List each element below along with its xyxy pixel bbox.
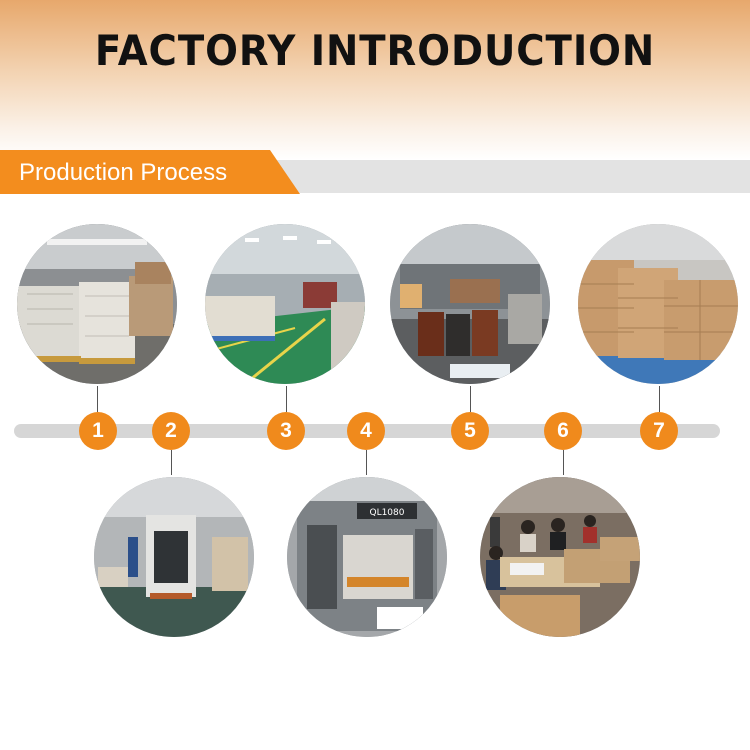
photo-printing-machine: QL1080 bbox=[287, 477, 447, 637]
step-marker-4: 4 bbox=[347, 412, 385, 450]
connector-line-1 bbox=[97, 386, 98, 412]
machine-label: QL1080 bbox=[369, 508, 404, 518]
connector-line-3 bbox=[286, 386, 287, 412]
step-marker-1: 1 bbox=[79, 412, 117, 450]
connector-line-6 bbox=[563, 450, 564, 475]
photo-die-cutting-machine bbox=[94, 477, 254, 637]
photo-packed-boxes bbox=[578, 224, 738, 384]
section-banner bbox=[0, 150, 300, 194]
connector-line-4 bbox=[366, 450, 367, 475]
connector-line-2 bbox=[171, 450, 172, 475]
connector-line-7 bbox=[659, 386, 660, 412]
section-title: Production Process bbox=[19, 159, 228, 186]
step-marker-5: 5 bbox=[451, 412, 489, 450]
page-title: FACTORY INTRODUCTION bbox=[94, 26, 656, 75]
photo-factory-floor bbox=[205, 224, 365, 384]
connector-line-5 bbox=[470, 386, 471, 412]
step-marker-3: 3 bbox=[267, 412, 305, 450]
photo-paper-warehouse bbox=[17, 224, 177, 384]
photo-production-line bbox=[390, 224, 550, 384]
step-marker-2: 2 bbox=[152, 412, 190, 450]
header-background bbox=[0, 0, 750, 160]
step-marker-7: 7 bbox=[640, 412, 678, 450]
step-marker-6: 6 bbox=[544, 412, 582, 450]
section-banner-track bbox=[270, 160, 750, 193]
photo-packing-workshop bbox=[480, 477, 640, 637]
